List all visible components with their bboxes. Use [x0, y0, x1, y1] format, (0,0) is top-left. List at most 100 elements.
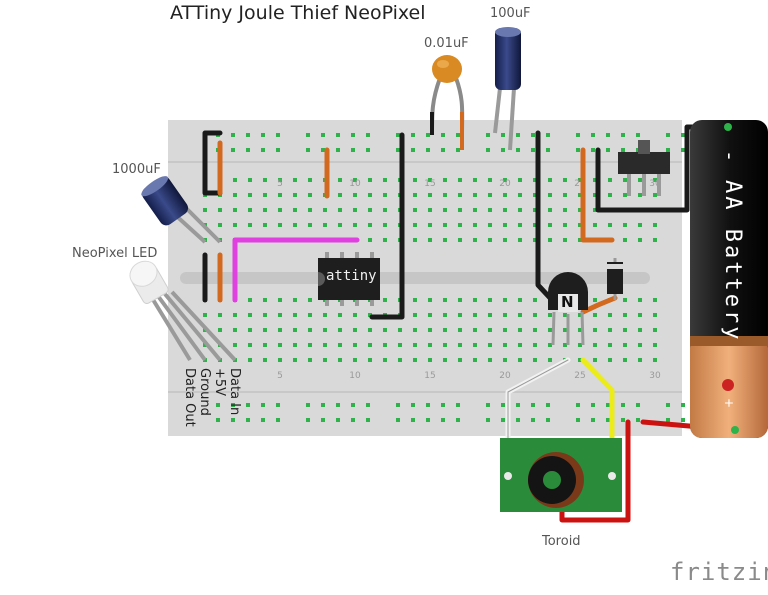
breadboard-hole: [488, 208, 492, 212]
breadboard-hole: [653, 238, 657, 242]
breadboard-hole: [368, 193, 372, 197]
breadboard-hole: [638, 313, 642, 317]
breadboard-hole: [636, 403, 640, 407]
capacitor-100uf-label: 100uF: [490, 6, 531, 21]
breadboard-hole: [353, 343, 357, 347]
breadboard-hole: [578, 208, 582, 212]
breadboard-hole: [231, 148, 235, 152]
column-number-label: 10: [349, 179, 361, 189]
breadboard-hole: [501, 403, 505, 407]
breadboard-hole: [203, 208, 207, 212]
breadboard-hole: [426, 133, 430, 137]
breadboard-hole: [488, 298, 492, 302]
breadboard-hole: [366, 148, 370, 152]
breadboard-hole: [308, 223, 312, 227]
breadboard-hole: [276, 148, 280, 152]
breadboard-hole: [548, 313, 552, 317]
column-number-label: 5: [277, 179, 283, 189]
breadboard-hole: [578, 328, 582, 332]
breadboard-hole: [248, 193, 252, 197]
breadboard-hole: [323, 313, 327, 317]
breadboard-hole: [593, 178, 597, 182]
breadboard-hole: [246, 403, 250, 407]
diagram-title: ATTiny Joule Thief NeoPixel: [170, 2, 426, 24]
breadboard-hole: [443, 178, 447, 182]
breadboard-hole: [443, 208, 447, 212]
breadboard-hole: [563, 223, 567, 227]
breadboard-hole: [278, 313, 282, 317]
breadboard-hole: [323, 358, 327, 362]
breadboard-hole: [638, 238, 642, 242]
breadboard-hole: [578, 358, 582, 362]
capacitor-1000uf: [141, 176, 222, 244]
breadboard-hole: [276, 418, 280, 422]
breadboard-hole: [488, 328, 492, 332]
breadboard-hole: [366, 418, 370, 422]
breadboard-hole: [441, 403, 445, 407]
breadboard-hole: [503, 208, 507, 212]
breadboard-hole: [293, 358, 297, 362]
breadboard-hole: [306, 148, 310, 152]
breadboard-hole: [308, 298, 312, 302]
breadboard-hole: [488, 223, 492, 227]
breadboard-hole: [503, 358, 507, 362]
breadboard-hole: [398, 358, 402, 362]
breadboard-hole: [486, 418, 490, 422]
breadboard-hole: [263, 313, 267, 317]
breadboard-hole: [368, 178, 372, 182]
breadboard-hole: [653, 223, 657, 227]
breadboard-hole: [593, 313, 597, 317]
breadboard-hole: [218, 328, 222, 332]
breadboard-hole: [216, 418, 220, 422]
breadboard-hole: [546, 403, 550, 407]
breadboard-hole: [621, 403, 625, 407]
breadboard-hole: [278, 343, 282, 347]
breadboard-hole: [398, 328, 402, 332]
breadboard-hole: [681, 133, 685, 137]
breadboard-hole: [533, 313, 537, 317]
breadboard-hole: [458, 238, 462, 242]
breadboard-hole: [608, 358, 612, 362]
breadboard-hole: [503, 238, 507, 242]
breadboard-hole: [248, 178, 252, 182]
breadboard-hole: [653, 298, 657, 302]
column-number-label: 10: [349, 371, 361, 381]
breadboard-hole: [246, 148, 250, 152]
breadboard-hole: [338, 343, 342, 347]
breadboard-hole: [248, 358, 252, 362]
breadboard-hole: [233, 343, 237, 347]
breadboard-hole: [248, 328, 252, 332]
breadboard-hole: [563, 193, 567, 197]
breadboard-hole: [546, 148, 550, 152]
breadboard-hole: [563, 328, 567, 332]
breadboard-hole: [593, 343, 597, 347]
capacitor-001uf-label: 0.01uF: [424, 36, 469, 51]
breadboard-hole: [293, 298, 297, 302]
breadboard-hole: [338, 208, 342, 212]
breadboard-hole: [218, 208, 222, 212]
breadboard-hole: [278, 193, 282, 197]
breadboard-hole: [428, 358, 432, 362]
breadboard-hole: [638, 178, 642, 182]
breadboard-hole: [503, 328, 507, 332]
breadboard-hole: [473, 178, 477, 182]
breadboard-hole: [533, 193, 537, 197]
wire-black-transistor: [535, 130, 555, 303]
breadboard-hole: [321, 418, 325, 422]
breadboard-hole: [518, 298, 522, 302]
breadboard-hole: [276, 133, 280, 137]
diode: [607, 258, 623, 300]
breadboard-hole: [591, 403, 595, 407]
breadboard-hole: [623, 238, 627, 242]
breadboard-hole: [398, 343, 402, 347]
breadboard-hole: [486, 403, 490, 407]
breadboard-hole: [456, 148, 460, 152]
breadboard-hole: [443, 343, 447, 347]
breadboard-hole: [593, 328, 597, 332]
breadboard-hole: [623, 343, 627, 347]
capacitor-100uf: [493, 27, 521, 151]
wire-red-toroid: [559, 419, 631, 523]
breadboard-hole: [353, 193, 357, 197]
breadboard-hole: [246, 133, 250, 137]
breadboard-hole: [623, 358, 627, 362]
